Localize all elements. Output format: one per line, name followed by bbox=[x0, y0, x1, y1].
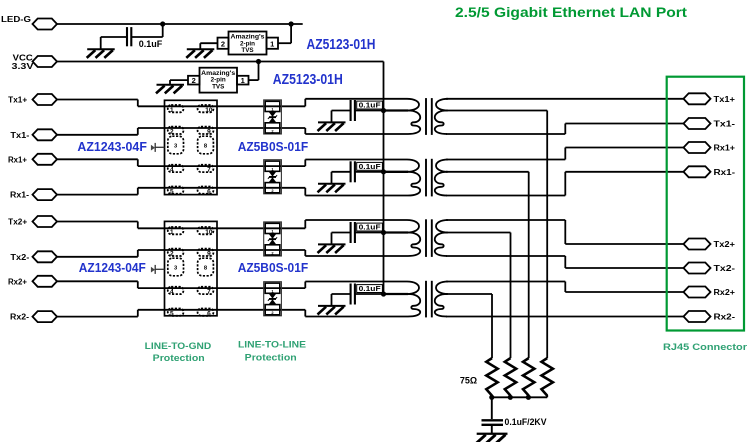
svg-text:0.1uF: 0.1uF bbox=[359, 223, 381, 232]
svg-text:4: 4 bbox=[170, 167, 174, 174]
svg-text:AZ5123-01H: AZ5123-01H bbox=[273, 72, 343, 88]
svg-text:2: 2 bbox=[271, 188, 274, 193]
svg-text:1: 1 bbox=[170, 107, 174, 114]
svg-text:9: 9 bbox=[207, 129, 211, 136]
svg-text:LED-G: LED-G bbox=[1, 15, 31, 24]
svg-text:Rx2+: Rx2+ bbox=[8, 277, 27, 286]
svg-text:2: 2 bbox=[170, 129, 174, 136]
svg-text:2-pin: 2-pin bbox=[211, 77, 226, 84]
svg-text:Tx1-: Tx1- bbox=[10, 131, 29, 140]
svg-text:AZ5123-01H: AZ5123-01H bbox=[307, 37, 376, 53]
svg-text:10: 10 bbox=[205, 107, 213, 114]
svg-text:0.1uF: 0.1uF bbox=[139, 39, 163, 49]
svg-text:5: 5 bbox=[170, 310, 174, 317]
svg-text:1: 1 bbox=[271, 288, 274, 293]
svg-text:2-pin: 2-pin bbox=[240, 40, 255, 47]
svg-text:6: 6 bbox=[207, 310, 211, 317]
svg-text:0.1uF: 0.1uF bbox=[359, 284, 381, 293]
svg-text:1: 1 bbox=[170, 229, 174, 236]
svg-text:1: 1 bbox=[271, 107, 274, 112]
svg-text:2: 2 bbox=[221, 40, 225, 49]
svg-text:4: 4 bbox=[170, 289, 174, 296]
svg-text:Protection: Protection bbox=[153, 353, 205, 363]
svg-text:Rx1-: Rx1- bbox=[10, 191, 29, 200]
svg-text:7: 7 bbox=[207, 167, 211, 174]
svg-text:Rx1+: Rx1+ bbox=[8, 155, 27, 164]
svg-text:Tx2-: Tx2- bbox=[10, 253, 29, 262]
svg-text:RJ45 Connector: RJ45 Connector bbox=[663, 342, 747, 353]
svg-text:2: 2 bbox=[192, 76, 196, 85]
svg-text:0.1uF/2KV: 0.1uF/2KV bbox=[505, 417, 548, 428]
svg-text:1: 1 bbox=[270, 40, 274, 49]
svg-text:Tx1-: Tx1- bbox=[714, 120, 736, 129]
svg-text:3: 3 bbox=[174, 266, 178, 272]
svg-text:1: 1 bbox=[271, 229, 274, 234]
svg-text:AZ5B0S-01F: AZ5B0S-01F bbox=[238, 261, 309, 275]
svg-text:AZ1243-04F: AZ1243-04F bbox=[79, 261, 146, 275]
svg-text:2.5/5 Gigabit Ethernet LAN Por: 2.5/5 Gigabit Ethernet LAN Port bbox=[455, 4, 687, 20]
svg-text:Tx2+: Tx2+ bbox=[8, 218, 27, 227]
svg-text:Rx2+: Rx2+ bbox=[714, 288, 736, 297]
svg-text:Amazing's: Amazing's bbox=[201, 70, 236, 77]
svg-text:Tx2+: Tx2+ bbox=[714, 240, 736, 249]
svg-text:TVS: TVS bbox=[212, 84, 224, 91]
svg-text:0.1uF: 0.1uF bbox=[359, 101, 381, 110]
svg-text:2: 2 bbox=[170, 251, 174, 258]
svg-text:Rx2-: Rx2- bbox=[714, 313, 736, 322]
svg-text:AZ5B0S-01F: AZ5B0S-01F bbox=[238, 140, 309, 154]
svg-text:5: 5 bbox=[170, 188, 174, 195]
svg-text:Protection: Protection bbox=[245, 353, 297, 363]
svg-text:9: 9 bbox=[207, 251, 211, 258]
svg-text:8: 8 bbox=[204, 266, 208, 272]
svg-text:2: 2 bbox=[271, 310, 274, 315]
svg-text:2: 2 bbox=[271, 128, 274, 133]
svg-text:8: 8 bbox=[204, 144, 208, 150]
svg-text:LINE-TO-LINE: LINE-TO-LINE bbox=[238, 340, 306, 350]
svg-text:0.1uF: 0.1uF bbox=[359, 162, 381, 171]
svg-text:10: 10 bbox=[205, 229, 213, 236]
svg-text:Tx1+: Tx1+ bbox=[8, 96, 27, 105]
svg-text:TVS: TVS bbox=[241, 47, 253, 54]
svg-text:6: 6 bbox=[207, 188, 211, 195]
svg-text:Rx2-: Rx2- bbox=[10, 313, 29, 322]
svg-text:3.3V: 3.3V bbox=[12, 62, 35, 71]
svg-text:Tx2-: Tx2- bbox=[714, 264, 736, 273]
svg-text:LINE-TO-GND: LINE-TO-GND bbox=[145, 341, 212, 351]
svg-text:VCC: VCC bbox=[13, 54, 33, 63]
svg-text:Rx1+: Rx1+ bbox=[714, 144, 736, 153]
svg-text:7: 7 bbox=[207, 289, 211, 296]
svg-text:Amazing's: Amazing's bbox=[231, 34, 266, 41]
svg-text:1: 1 bbox=[271, 166, 274, 171]
svg-text:AZ1243-04F: AZ1243-04F bbox=[77, 140, 147, 154]
svg-text:Tx1+: Tx1+ bbox=[714, 95, 736, 104]
svg-text:1: 1 bbox=[241, 76, 245, 85]
svg-text:75Ω: 75Ω bbox=[460, 375, 477, 385]
svg-text:2: 2 bbox=[271, 250, 274, 255]
svg-text:3: 3 bbox=[174, 144, 178, 150]
svg-text:Rx1-: Rx1- bbox=[714, 168, 736, 177]
